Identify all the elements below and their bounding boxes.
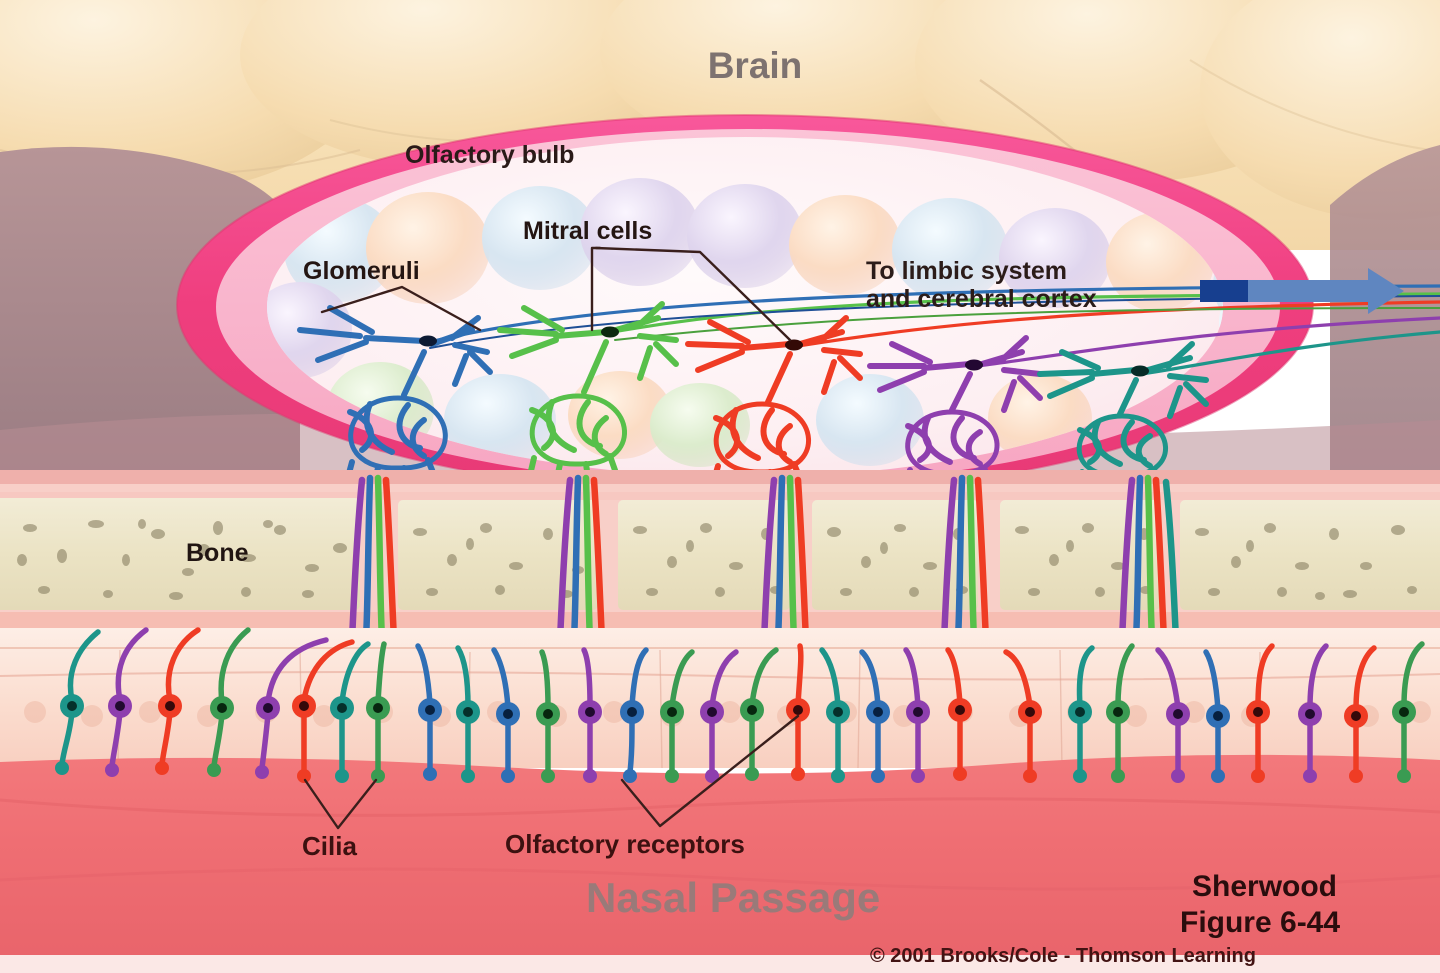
glomeruli-label: Glomeruli (303, 257, 420, 285)
glomeruli-spheres (267, 178, 1223, 467)
olfactory-bulb-label: Olfactory bulb (405, 141, 574, 169)
axon-bundles (348, 474, 1180, 644)
pathway-label-line2: and cerebral cortex (866, 285, 1097, 313)
cilia-label: Cilia (302, 831, 357, 861)
olfactory-bulb (176, 114, 1314, 496)
arrow-tail-block (1200, 280, 1248, 302)
arrow-head (1248, 268, 1404, 314)
axon-bundle-1 (348, 474, 398, 644)
credit-author: Sherwood (1192, 870, 1337, 903)
leader-lines (303, 246, 800, 830)
axon-bundle-3 (760, 474, 810, 644)
olfactory-receptors-label: Olfactory receptors (505, 829, 745, 859)
mitral-cell-purple (867, 335, 1043, 499)
mitral-nucleus-blue (419, 335, 437, 347)
axon-bundle-5 (1118, 474, 1180, 644)
leader-receptors (620, 714, 800, 828)
bone-label: Bone (186, 539, 249, 567)
mitral-nucleus-teal (1131, 365, 1149, 377)
leader-glomeruli (320, 285, 482, 332)
mitral-cells-label: Mitral cells (523, 217, 652, 245)
pathway-label-line1: To limbic system (866, 257, 1067, 285)
mitral-nucleus-green (601, 326, 619, 338)
brain-label: Brain (708, 45, 803, 86)
pathway-arrow (1200, 268, 1404, 314)
leader-cilia (303, 778, 378, 830)
mitral-nucleus-red (785, 339, 803, 351)
olfactory-epithelium (0, 628, 1440, 769)
receptor-nucleus (67, 701, 77, 711)
mitral-nucleus-purple (965, 359, 983, 371)
axon-bundle-2 (556, 474, 606, 644)
credit-copyright: © 2001 Brooks/Cole - Thomson Learning (870, 945, 1256, 967)
credit-figure-number: Figure 6-44 (1180, 906, 1340, 939)
nasal-passage (0, 754, 1440, 973)
cilia-knob (55, 761, 69, 775)
leader-mitral-cells-2 (594, 246, 792, 342)
bone-layer (0, 470, 1440, 630)
axon-bundle-4 (940, 474, 990, 644)
olfactory-receptor-cells (55, 627, 1425, 783)
nasal-passage-label: Nasal Passage (586, 874, 880, 921)
